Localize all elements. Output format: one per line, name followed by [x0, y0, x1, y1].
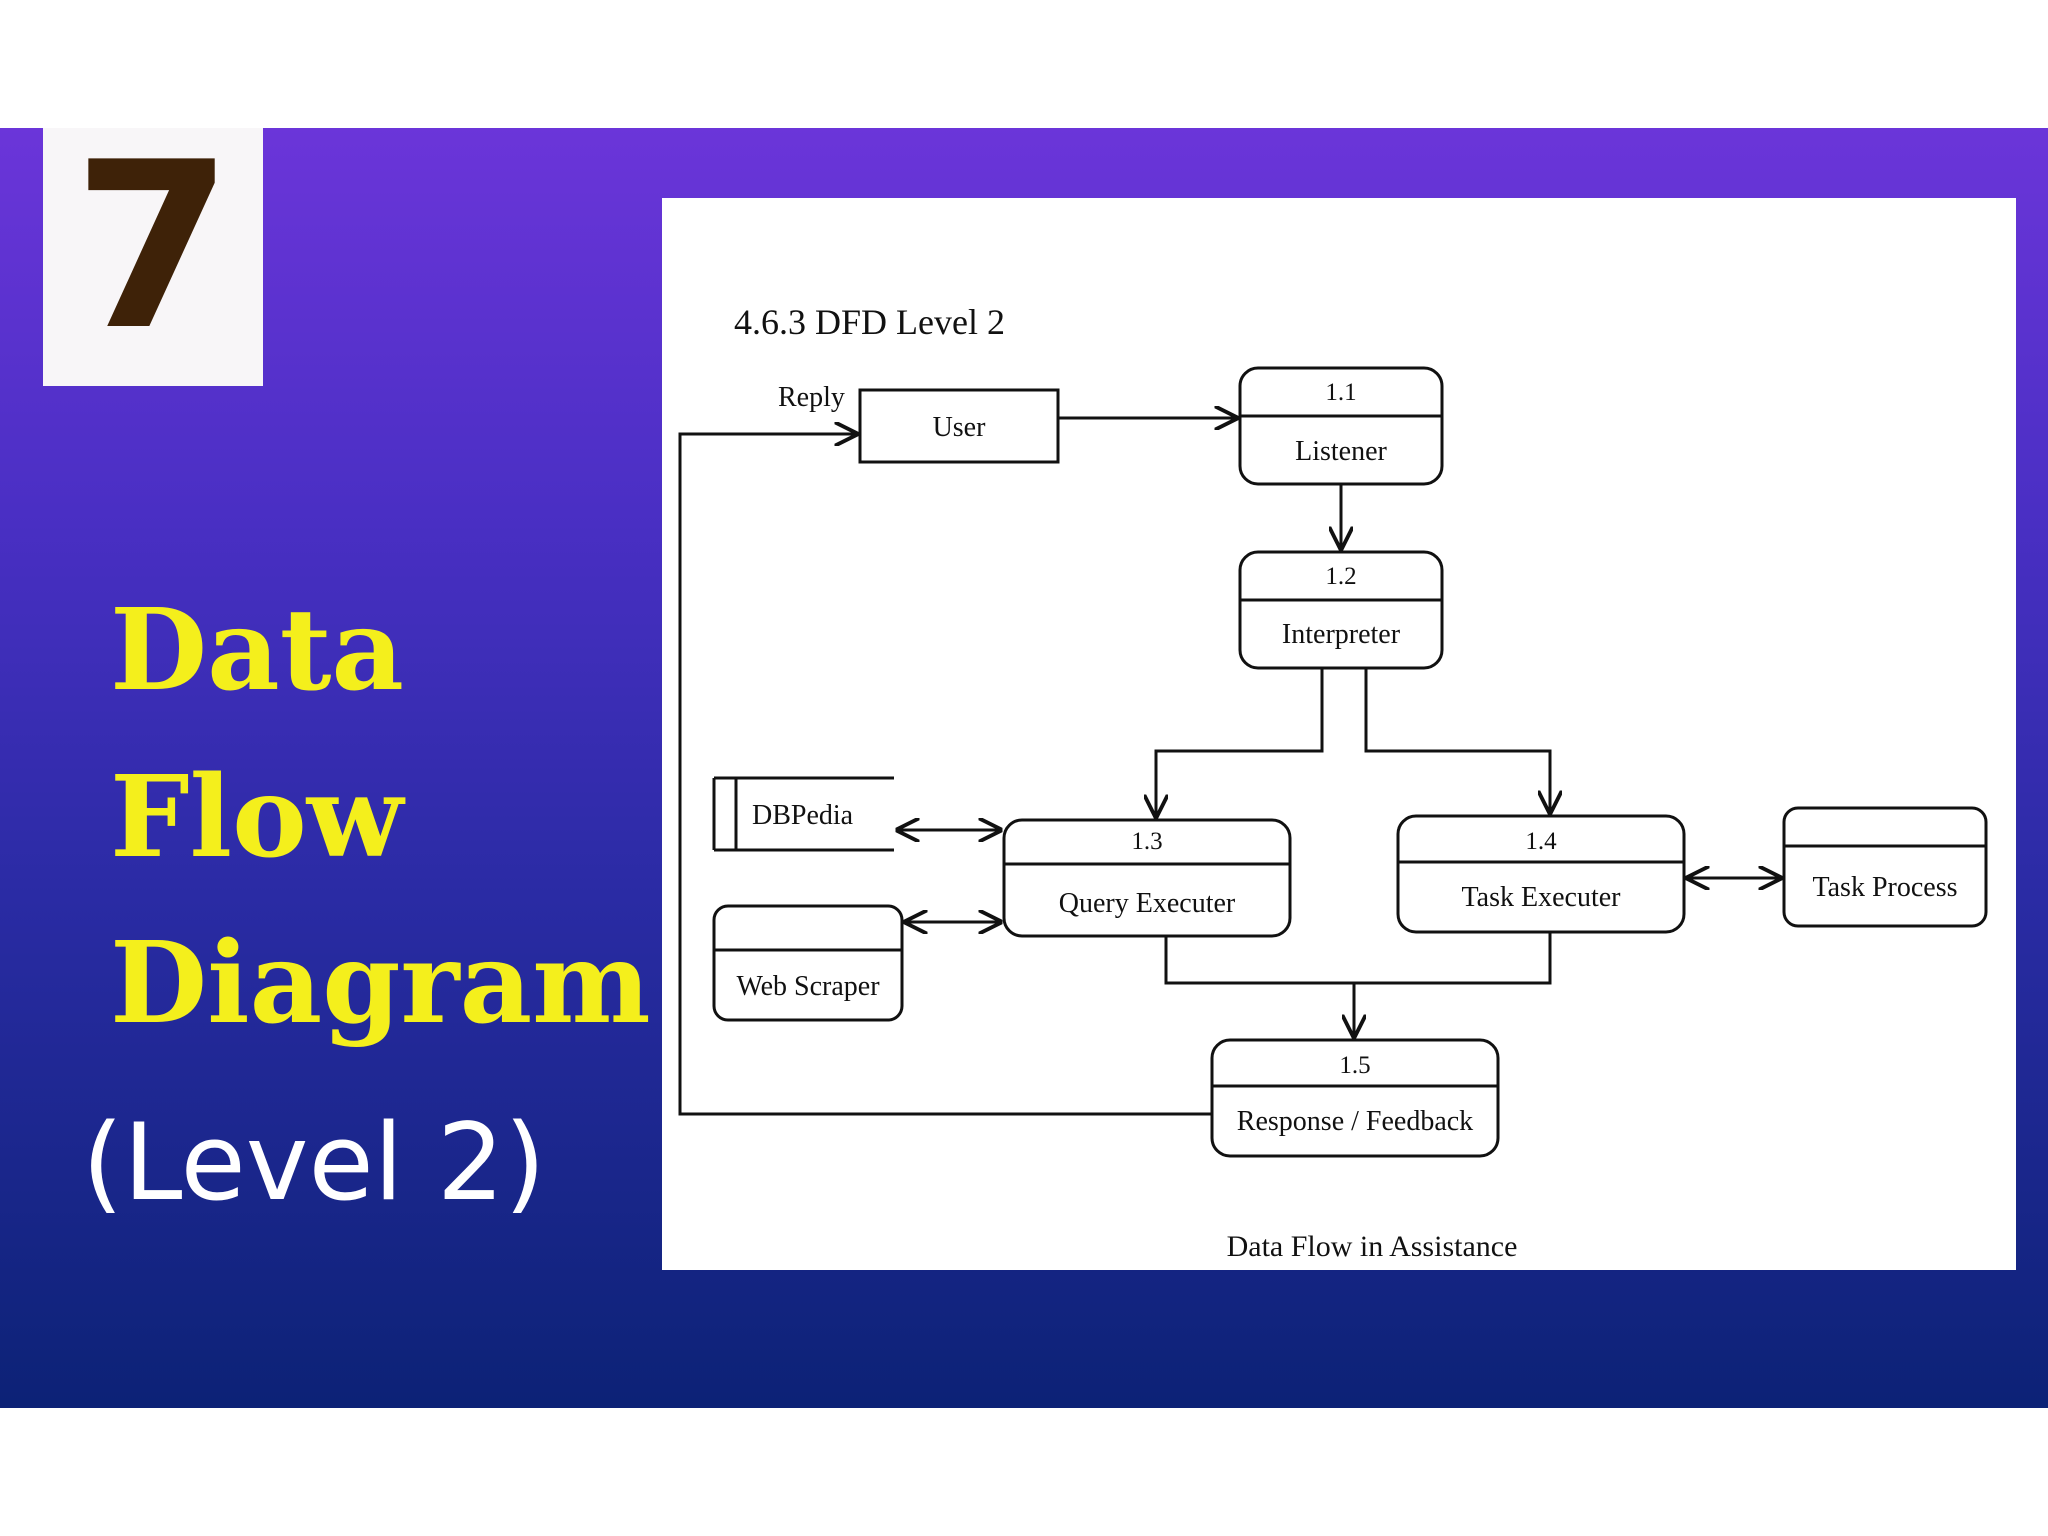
subtitle-level: (Level 2) [82, 1101, 546, 1224]
dbpedia-label: DBPedia [752, 800, 854, 831]
dfd-diagram: 4.6.3 DFD Level 2 User Reply 1.1 Listene… [678, 302, 1988, 1263]
process-listener: 1.1 Listener [1238, 366, 1444, 486]
dfd-panel: 4.6.3 DFD Level 2 User Reply 1.1 Listene… [662, 198, 2016, 1270]
flow-reply-to-user [678, 434, 1212, 1116]
flow-interpreter-to-task [1364, 668, 1550, 812]
process-label-query: Query Executer [1059, 888, 1236, 919]
title-line-diagram: Diagram [110, 918, 651, 1049]
title-line-flow: Flow [110, 752, 404, 883]
process-label-interpreter: Interpreter [1282, 619, 1401, 650]
web-scraper-entity: Web Scraper [712, 904, 904, 1022]
process-task-executer: 1.4 Task Executer [1396, 814, 1686, 934]
user-entity [858, 388, 1060, 464]
process-label-listener: Listener [1295, 436, 1387, 467]
flow-arrows [678, 418, 1780, 1116]
title-line-data: Data [110, 585, 404, 716]
process-id-query: 1.3 [1131, 828, 1162, 855]
reply-label: Reply [778, 382, 845, 413]
flow-executers-join [1164, 932, 1552, 985]
task-process-label: Task Process [1812, 872, 1957, 903]
process-interpreter: 1.2 Interpreter [1238, 550, 1444, 670]
diagram-heading: 4.6.3 DFD Level 2 [734, 302, 1005, 342]
dbpedia-datastore: DBPedia [712, 776, 894, 852]
web-scraper-label: Web Scraper [736, 971, 880, 1002]
flow-interpreter-to-query [1156, 668, 1324, 816]
step-number-badge: 7 [43, 128, 263, 386]
process-query-executer: 1.3 Query Executer [1002, 818, 1292, 938]
process-id-task: 1.4 [1525, 828, 1557, 855]
process-response-feedback: 1.5 Response / Feedback [1210, 1038, 1500, 1158]
step-number: 7 [72, 114, 234, 381]
task-process-entity: Task Process [1782, 806, 1988, 928]
process-id-listener: 1.1 [1325, 379, 1356, 406]
diagram-caption: Data Flow in Assistance [1227, 1230, 1518, 1263]
process-id-interpreter: 1.2 [1325, 563, 1356, 590]
process-label-task: Task Executer [1462, 882, 1622, 913]
user-label: User [933, 412, 987, 443]
process-id-response: 1.5 [1339, 1052, 1370, 1079]
process-label-response: Response / Feedback [1237, 1106, 1473, 1137]
